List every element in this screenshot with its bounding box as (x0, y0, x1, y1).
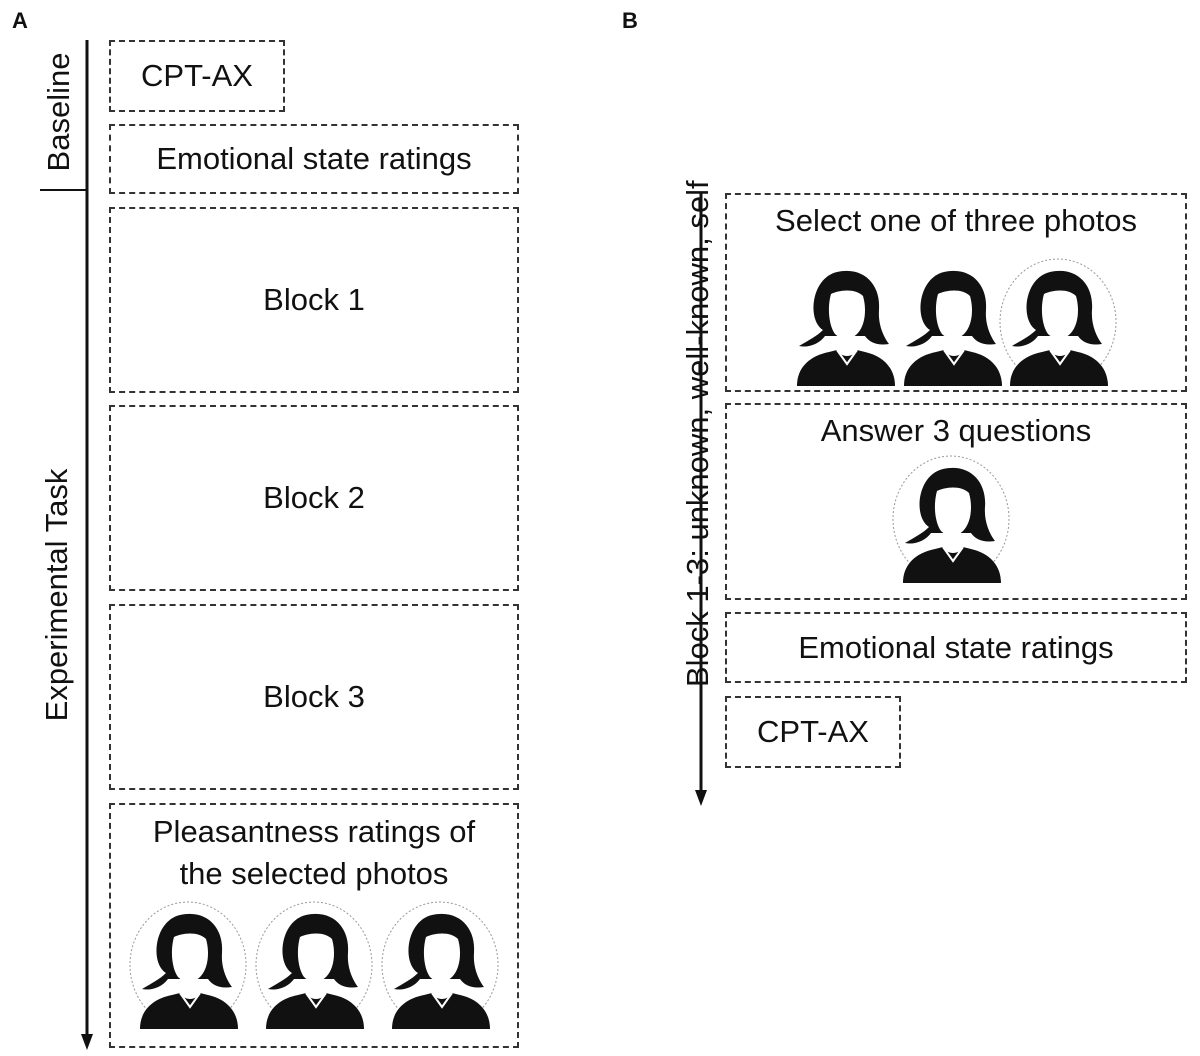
panel-b-emotional-ratings-box: Emotional state ratings (725, 612, 1187, 683)
person-silhouette-icon (381, 901, 499, 1029)
pleasantness-line-2: the selected photos (179, 856, 449, 891)
person-silhouette-icon (892, 455, 1010, 583)
pleasantness-line-1: Pleasantness ratings of (152, 814, 476, 849)
block-1-label: Block 1 (263, 282, 365, 317)
block-1-box: Block 1 (109, 207, 519, 393)
panel-a-arrowhead (81, 1034, 93, 1050)
block-2-box: Block 2 (109, 405, 519, 591)
block-3-box: Block 3 (109, 604, 519, 790)
block-conditions-label: Block 1-3: unknown, well-known, self (680, 180, 715, 687)
panel-a-cpt-ax-box: CPT-AX (109, 40, 285, 112)
person-silhouette-icon (797, 270, 895, 386)
select-photo-box: Select one of three photos (725, 193, 1187, 392)
cpt-ax-label: CPT-AX (141, 58, 253, 93)
panel-b-cpt-ax-label: CPT-AX (757, 714, 869, 749)
answer-questions-box: Answer 3 questions (725, 403, 1187, 600)
emotional-ratings-label: Emotional state ratings (156, 141, 472, 176)
person-silhouette-icon (255, 901, 373, 1029)
person-silhouette-icon (999, 258, 1117, 386)
person-silhouette-icon (129, 901, 247, 1029)
panel-a-letter: A (12, 8, 28, 33)
baseline-label: Baseline (41, 52, 76, 172)
answer-questions-label: Answer 3 questions (820, 413, 1092, 448)
experimental-task-label: Experimental Task (39, 468, 74, 722)
block-3-label: Block 3 (263, 679, 365, 714)
select-photo-label: Select one of three photos (775, 203, 1137, 238)
panel-b-letter: B (622, 8, 638, 33)
block-2-label: Block 2 (263, 480, 365, 515)
panel-b-arrowhead (695, 790, 707, 806)
person-silhouette-icon (904, 270, 1002, 386)
panel-b-emotional-ratings-label: Emotional state ratings (798, 629, 1114, 665)
panel-a-emotional-ratings-box: Emotional state ratings (109, 124, 519, 194)
pleasantness-ratings-box: Pleasantness ratings of the selected pho… (109, 803, 519, 1048)
panel-b-cpt-ax-box: CPT-AX (725, 696, 901, 768)
